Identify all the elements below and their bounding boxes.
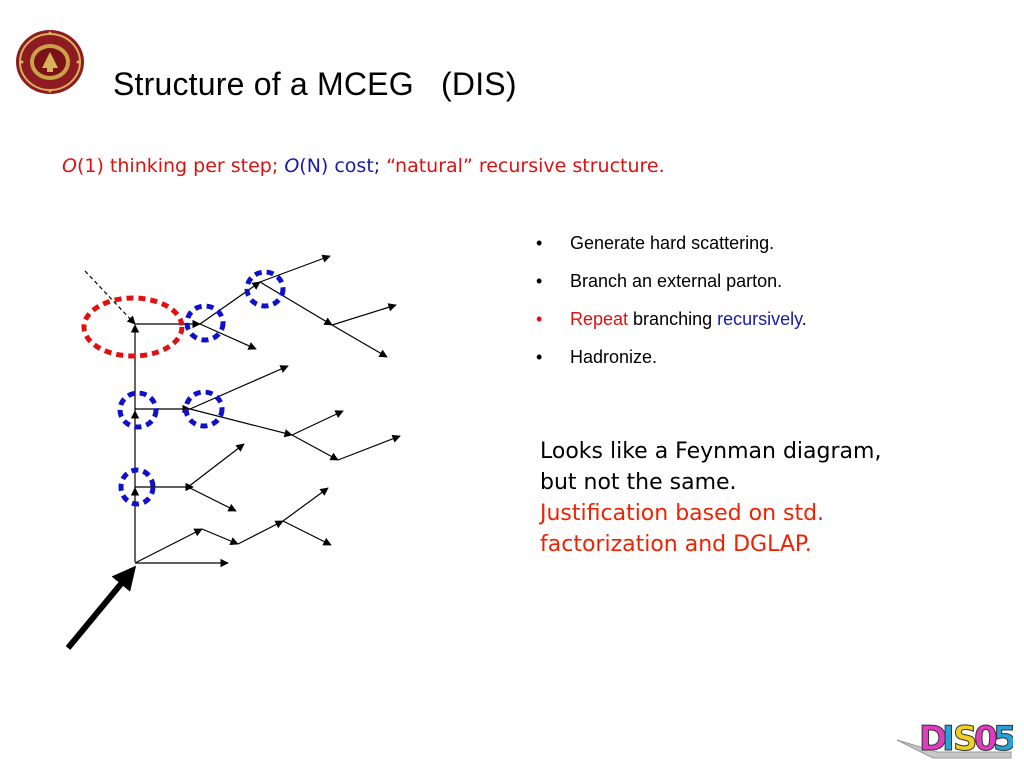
logo-letter: 0 xyxy=(974,719,998,759)
subtitle-n-text: (N) xyxy=(299,155,335,177)
bullet-marker: • xyxy=(536,271,543,291)
subtitle-cost-text: cost; xyxy=(334,155,387,177)
list-item: • Generate hard scattering. xyxy=(534,230,807,268)
subtitle-recursive-text: “natural” recursive structure. xyxy=(386,155,665,177)
bullet-marker: • xyxy=(536,233,543,253)
bullet-text: Branch an external parton. xyxy=(570,271,783,291)
list-item: • Branch an external parton. xyxy=(534,268,807,306)
list-item: • Repeat branching recursively. xyxy=(534,306,807,344)
bullet-text: . xyxy=(801,309,807,329)
bullet-text-recursively: recursively xyxy=(717,309,802,329)
incoming-hadron-arrow xyxy=(65,565,137,650)
branch-circle xyxy=(118,467,156,507)
logo-letter: I xyxy=(942,719,955,759)
branch-circle xyxy=(183,389,225,429)
branch-circle xyxy=(117,390,159,430)
incoming-lepton-line xyxy=(84,270,136,325)
bullet-text: Hadronize. xyxy=(570,347,658,367)
bullet-text: Generate hard scattering. xyxy=(570,233,775,253)
note-justification-text: Justification based on std. factorizatio… xyxy=(540,501,825,557)
note-text: Looks like a Feynman diagram, but not th… xyxy=(540,439,882,495)
bullet-text-repeat: Repeat xyxy=(570,309,629,329)
bullet-marker: • xyxy=(536,347,543,367)
logo-letter: 5 xyxy=(993,719,1013,759)
subtitle-on-symbol: O xyxy=(284,155,300,177)
subtitle-o1-symbol: O xyxy=(62,155,77,177)
branch-circle xyxy=(244,269,286,309)
slide-title: Structure of a MCEG (DIS) xyxy=(113,66,517,102)
parton-shower-diagram xyxy=(65,254,401,650)
bullet-marker: • xyxy=(536,309,543,329)
logo-letter: D xyxy=(919,719,947,759)
subtitle-thinking-text: (1) thinking per step; xyxy=(76,155,285,177)
university-seal-icon xyxy=(16,30,84,94)
bullet-text: branching xyxy=(628,309,718,329)
slide-subtitle: O(1) thinking per step; O(N) cost; “natu… xyxy=(62,155,665,177)
hard-scatter-circle xyxy=(81,295,185,359)
feynman-note: Looks like a Feynman diagram, but not th… xyxy=(540,436,900,560)
bullet-list: • Generate hard scattering. • Branch an ex… xyxy=(534,230,807,382)
dis05-logo-icon: D I S 0 5 xyxy=(896,719,1013,760)
logo-letter: S xyxy=(953,719,978,759)
branch-circle xyxy=(184,303,226,343)
list-item: • Hadronize. xyxy=(534,344,807,382)
